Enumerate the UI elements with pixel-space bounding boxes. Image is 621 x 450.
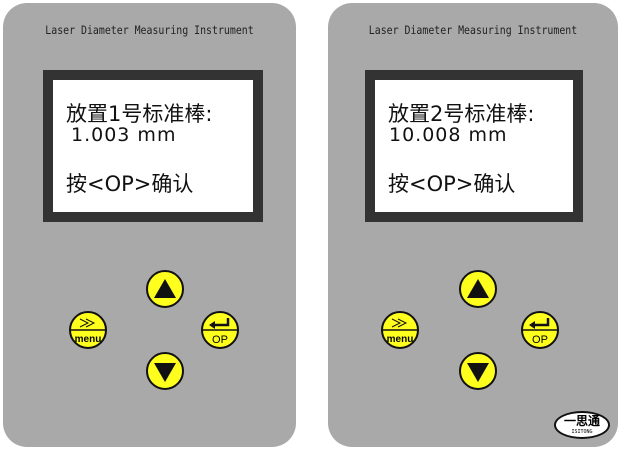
logo-text: 一思通 (563, 414, 600, 428)
device-title: Laser Diameter Measuring Instrument (45, 23, 254, 37)
op-button[interactable]: OP (201, 311, 239, 349)
lcd-screen: 放置2号标准棒: 10.008 mm 按<OP>确认 (365, 70, 583, 222)
up-button[interactable] (459, 270, 497, 308)
prompt-line: 放置1号标准棒: (66, 102, 213, 126)
op-label: OP (532, 334, 548, 346)
logo-subtext: ISITONG (571, 429, 593, 435)
prompt-line: 放置2号标准棒: (388, 102, 535, 126)
lcd-screen: 放置1号标准棒: 1.003 mm 按<OP>确认 (43, 70, 263, 222)
confirm-hint: 按<OP>确认 (66, 172, 194, 196)
menu-label: menu (75, 334, 102, 345)
op-button[interactable]: OP (521, 311, 559, 349)
forward-icon: menu (71, 318, 105, 345)
brand-logo: 一思通 ISITONG (554, 411, 610, 439)
down-button[interactable] (459, 352, 497, 390)
down-button[interactable] (146, 352, 184, 390)
instrument-panel-2: Laser Diameter Measuring Instrument 放置2号… (328, 3, 618, 447)
menu-button[interactable]: menu (381, 311, 419, 349)
device-title: Laser Diameter Measuring Instrument (368, 23, 578, 37)
up-button[interactable] (146, 270, 184, 308)
value-readout: 1.003 mm (71, 124, 177, 146)
down-arrow-icon (467, 363, 489, 382)
value-readout: 10.008 mm (389, 124, 508, 146)
confirm-hint: 按<OP>确认 (388, 172, 516, 196)
down-arrow-icon (154, 363, 176, 382)
menu-button[interactable]: menu (69, 311, 107, 349)
op-label: OP (212, 334, 228, 346)
enter-icon: OP (203, 318, 237, 346)
up-arrow-icon (154, 279, 176, 298)
enter-icon: OP (523, 318, 557, 346)
up-arrow-icon (467, 279, 489, 298)
instrument-panel-1: Laser Diameter Measuring Instrument 放置1号… (3, 3, 296, 447)
forward-icon: menu (383, 318, 417, 345)
menu-label: menu (387, 334, 414, 345)
